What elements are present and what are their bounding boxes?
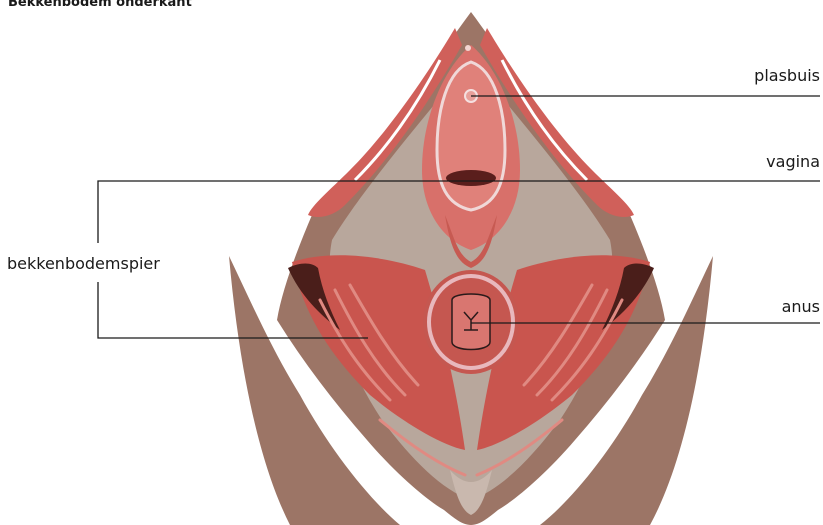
label-vagina: vagina [766, 152, 820, 171]
vaginal-opening [446, 170, 496, 186]
label-urethra: plasbuis [754, 66, 820, 85]
label-pelvic-floor-muscle: bekkenbodemspier [7, 254, 160, 273]
clitoris [465, 45, 471, 51]
label-anus: anus [782, 297, 820, 316]
